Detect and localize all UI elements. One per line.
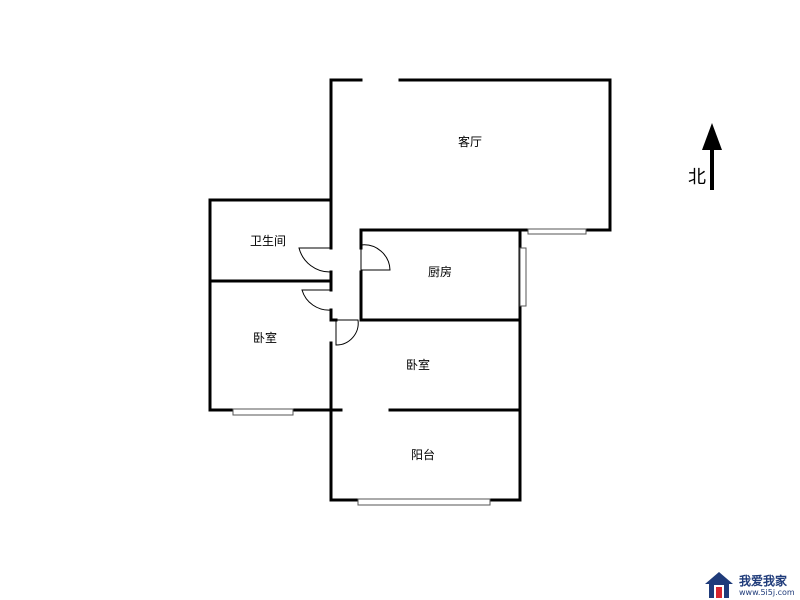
door-bathroom xyxy=(298,247,332,273)
brand-logo: 我爱我家 www.5i5j.com xyxy=(703,570,798,600)
door-bedroom-center xyxy=(335,319,359,346)
compass: 北 xyxy=(688,123,722,190)
room-label-living: 客厅 xyxy=(458,134,482,149)
north-arrow-icon xyxy=(702,123,722,150)
walls xyxy=(208,78,612,502)
doors xyxy=(298,244,391,346)
house-logo-icon xyxy=(705,572,733,598)
door-kitchen xyxy=(360,244,391,271)
door-bedroom-west xyxy=(301,289,332,311)
room-label-bathroom: 卫生间 xyxy=(250,234,286,248)
window-bedroom-west xyxy=(232,408,294,416)
room-label-balcony: 阳台 xyxy=(411,447,435,462)
room-label-bedroom-center: 卧室 xyxy=(406,357,430,372)
logo-url: www.5i5j.com xyxy=(739,588,795,597)
north-arrow-shaft xyxy=(710,150,714,190)
window-kitchen-east xyxy=(519,247,527,307)
room-label-bedroom-west: 卧室 xyxy=(253,330,277,345)
window-living-south xyxy=(527,228,587,235)
compass-north-label: 北 xyxy=(688,167,706,188)
windows xyxy=(232,228,587,506)
room-label-kitchen: 厨房 xyxy=(428,264,452,279)
logo-name: 我爱我家 xyxy=(739,574,788,588)
window-balcony xyxy=(357,498,491,506)
